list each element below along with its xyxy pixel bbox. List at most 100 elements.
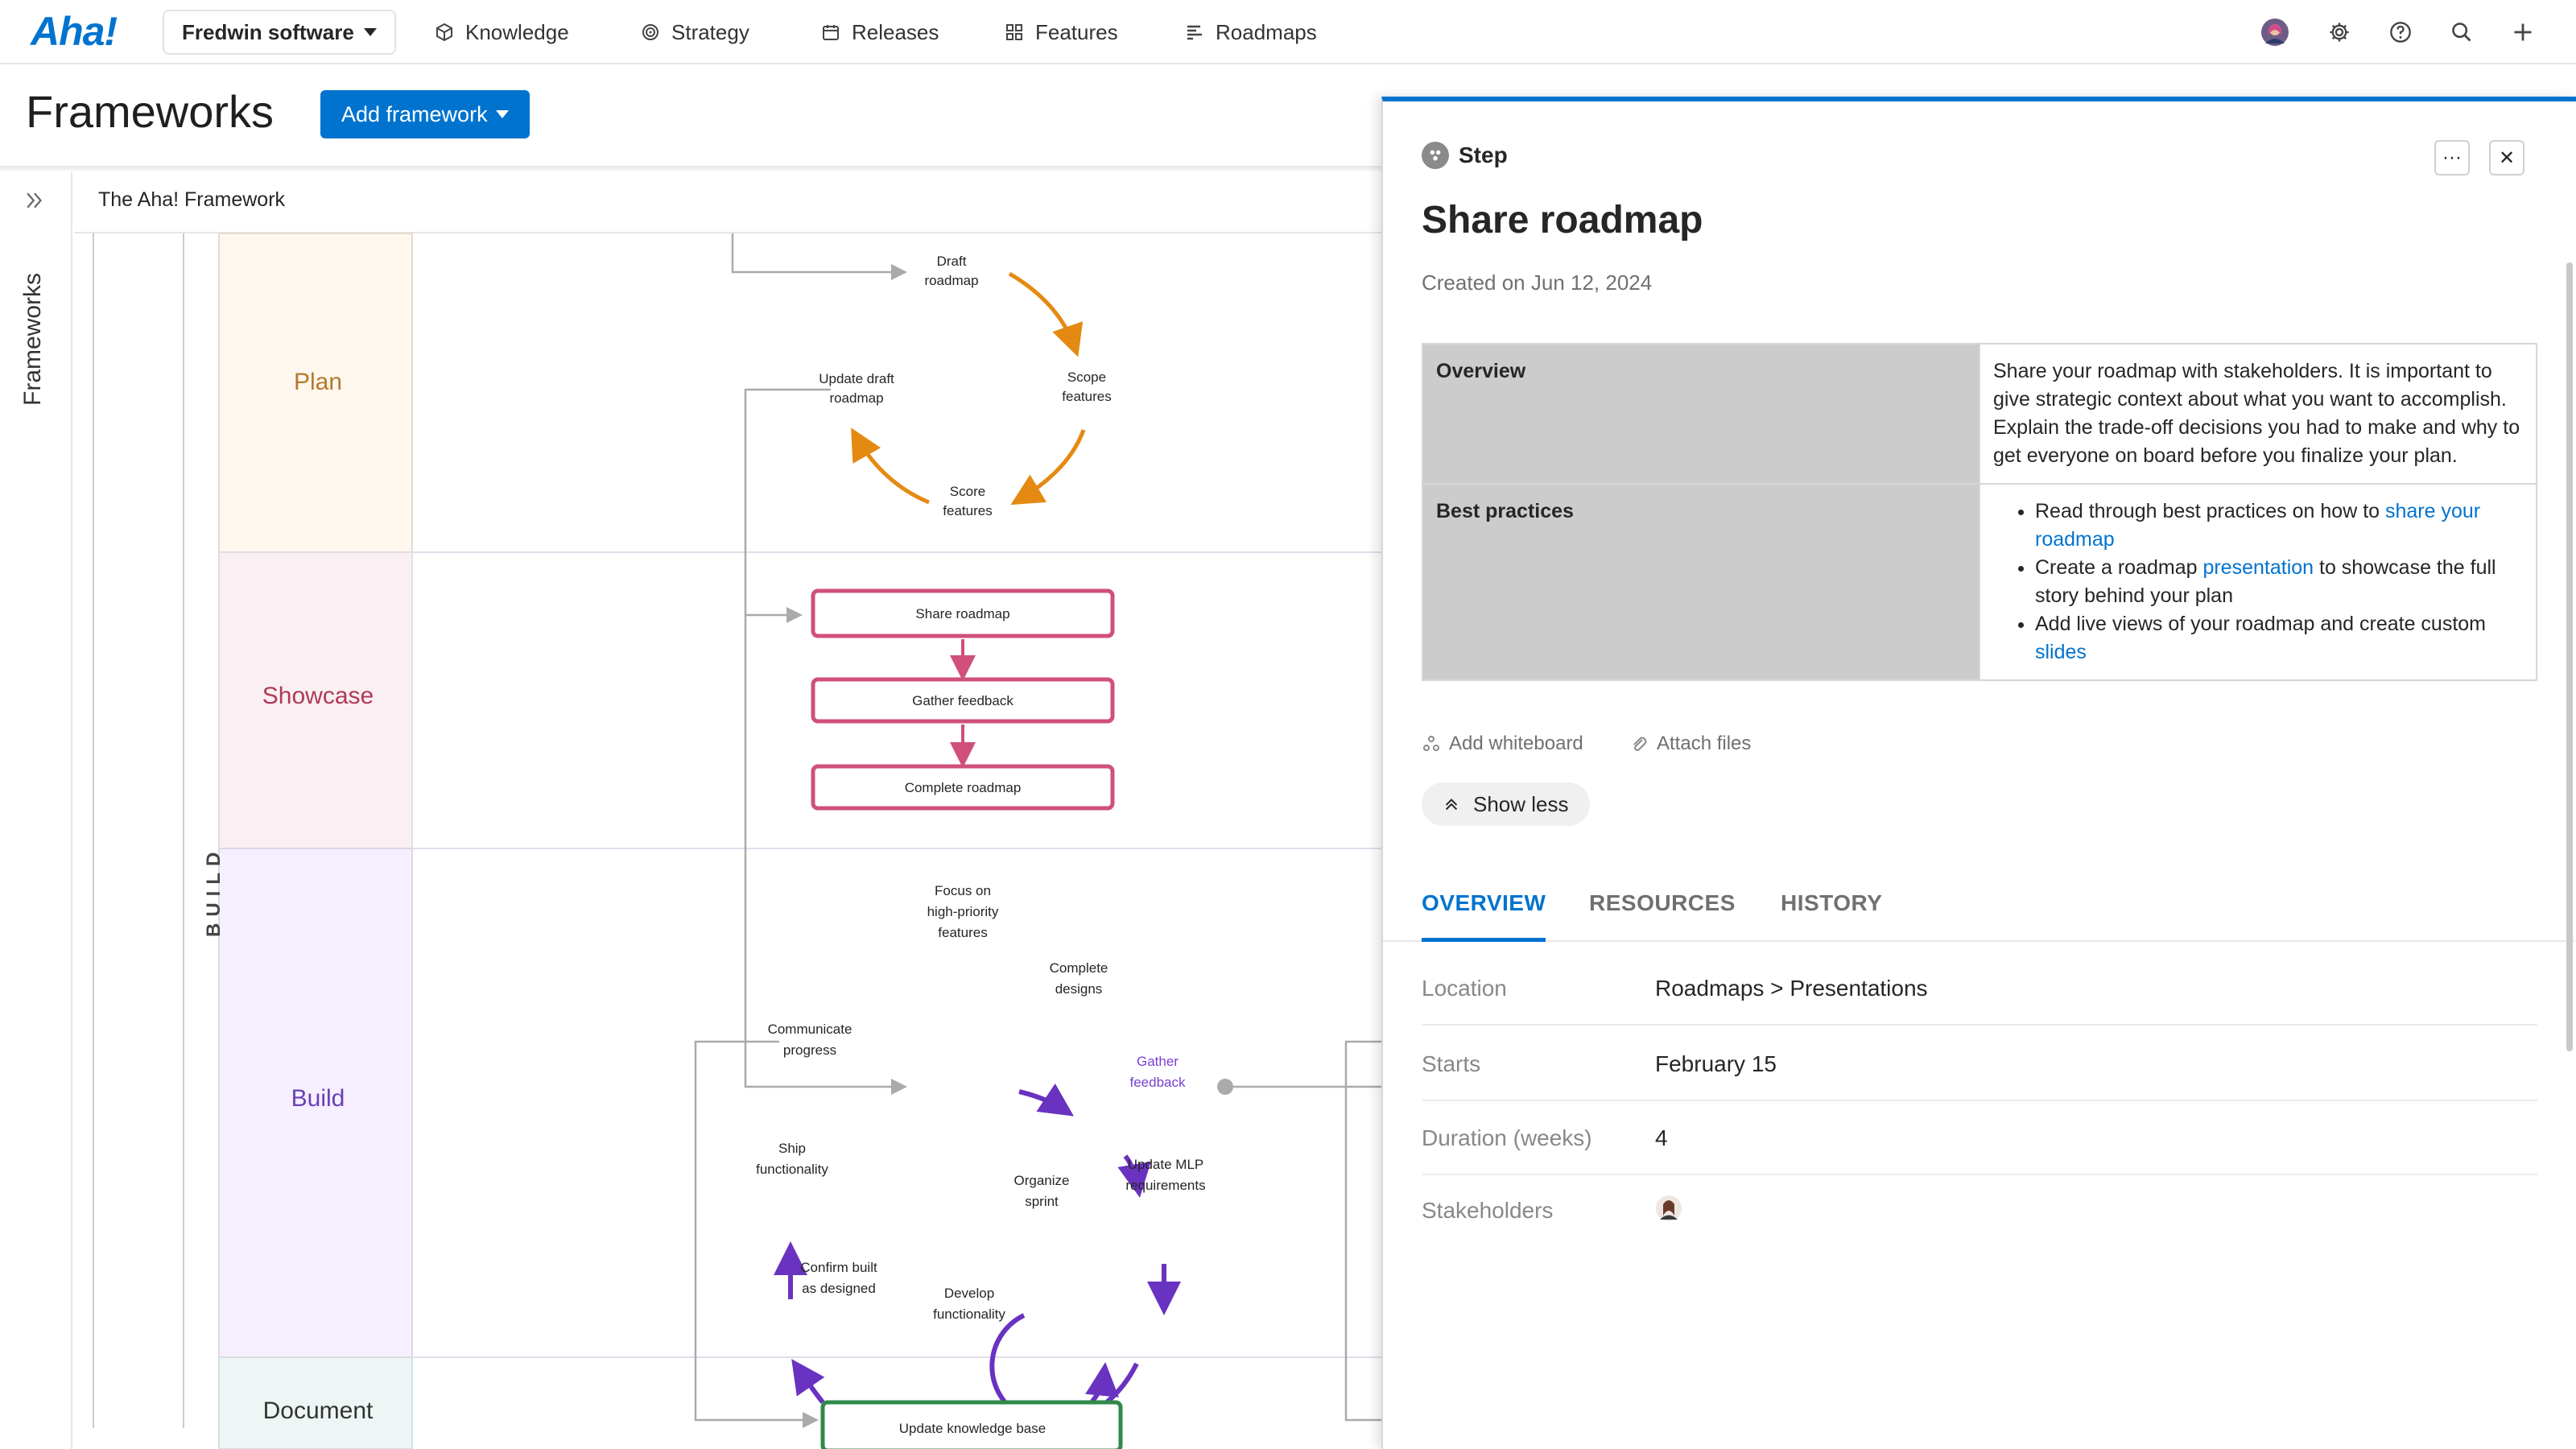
more-options-button[interactable]: ··· — [2434, 140, 2470, 175]
overview-label: Overview — [1422, 343, 1980, 485]
description-table[interactable]: Overview Share your roadmap with stakeho… — [1422, 343, 2537, 681]
step-detail-panel: Step ··· ✕ Share roadmap Created on Jun … — [1381, 97, 2576, 1449]
field-value[interactable]: February 15 — [1655, 1051, 1777, 1076]
nav-features-label: Features — [1035, 19, 1118, 44]
document-node-box[interactable] — [820, 1400, 1123, 1449]
search-icon — [2452, 23, 2471, 42]
node-ship-2: functionality — [756, 1162, 828, 1177]
showcase-node-box[interactable] — [811, 588, 1115, 638]
record-type: Step — [1422, 142, 1508, 169]
created-date: Created on Jun 12, 2024 — [1422, 270, 1653, 295]
lane-document-label: Document — [262, 1397, 374, 1424]
aha-logo[interactable]: Aha! — [31, 9, 118, 54]
add-framework-button[interactable]: Add framework — [320, 90, 530, 138]
caret-down-icon — [495, 110, 509, 118]
canvas-divider — [74, 232, 1381, 233]
calendar-icon — [823, 25, 839, 40]
framework-canvas[interactable]: The Aha! Framework — [74, 172, 1381, 1449]
avatar-icon — [1656, 1195, 1682, 1221]
node-confirm-2: as designed — [802, 1281, 876, 1296]
show-less-button[interactable]: Show less — [1422, 782, 1590, 826]
node-score-features-2: features — [943, 503, 992, 518]
build-arrow — [1018, 1083, 1074, 1117]
slides-link[interactable]: slides — [2035, 641, 2087, 663]
roadmap-icon — [1187, 25, 1202, 40]
connector-dot — [1217, 1079, 1233, 1095]
overview-text: Share your roadmap with stakeholders. It… — [1979, 343, 2537, 485]
field-value[interactable]: 4 — [1655, 1125, 1668, 1150]
lane-plan-bg — [218, 233, 413, 553]
node-communicate-2: progress — [783, 1042, 836, 1058]
build-arrow — [1117, 1154, 1151, 1198]
nav-roadmaps[interactable]: Roadmaps — [1185, 18, 1317, 47]
double-chevron-right-icon — [27, 192, 42, 208]
field-location[interactable]: Location Roadmaps > Presentations — [1422, 953, 2537, 1026]
create-button[interactable] — [2507, 16, 2539, 48]
node-gather-1: Gather — [1137, 1054, 1179, 1069]
attach-files-button[interactable]: Attach files — [1629, 733, 1751, 755]
tab-history[interactable]: HISTORY — [1781, 890, 1883, 915]
field-value[interactable]: Roadmaps > Presentations — [1655, 976, 1928, 1001]
build-arrow — [791, 1359, 825, 1404]
grid-icon — [1006, 24, 1022, 40]
tab-resources[interactable]: RESOURCES — [1589, 890, 1736, 915]
caret-down-icon — [363, 28, 377, 36]
page-title: Frameworks — [26, 86, 275, 137]
node-organize-1: Organize — [1014, 1173, 1070, 1188]
frameworks-rail: Frameworks — [0, 172, 72, 1449]
paperclip-icon — [1633, 737, 1647, 751]
field-label: Starts — [1422, 1051, 1481, 1076]
node-draft-roadmap-1: Draft — [937, 254, 967, 269]
plan-arrow — [851, 427, 930, 505]
field-stakeholders[interactable]: Stakeholders — [1422, 1175, 2537, 1248]
workspace-name: Fredwin software — [182, 19, 354, 44]
tab-overview[interactable]: OVERVIEW — [1422, 890, 1546, 942]
field-label: Duration (weeks) — [1422, 1125, 1592, 1150]
node-update-draft-1: Update draft — [819, 371, 894, 386]
nav-strategy-label: Strategy — [671, 19, 749, 44]
lane-showcase-bg — [218, 551, 413, 849]
field-starts[interactable]: Starts February 15 — [1422, 1029, 2537, 1101]
nav-strategy[interactable]: Strategy — [641, 18, 749, 47]
panel-scrollbar[interactable] — [2566, 262, 2573, 1051]
node-gather-2: feedback — [1130, 1075, 1186, 1090]
add-whiteboard-label: Add whiteboard — [1449, 733, 1583, 754]
settings-button[interactable] — [2323, 16, 2355, 48]
connector — [731, 233, 907, 280]
record-title[interactable]: Share roadmap — [1422, 199, 1703, 242]
node-scope-features-2: features — [1062, 389, 1111, 404]
node-focus-2: high-priority — [927, 904, 999, 919]
node-focus-3: features — [938, 925, 987, 940]
expand-rail-button[interactable] — [23, 188, 47, 217]
search-button[interactable] — [2446, 16, 2478, 48]
nav-features[interactable]: Features — [1005, 18, 1118, 47]
nav-knowledge-label: Knowledge — [465, 19, 569, 44]
lane-document-bg — [218, 1356, 413, 1449]
field-duration[interactable]: Duration (weeks) 4 — [1422, 1103, 2537, 1175]
target-icon — [642, 24, 658, 40]
list-item: Read through best practices on how to sh… — [2035, 497, 2523, 554]
header-divider — [0, 166, 1381, 172]
list-item: Add live views of your roadmap and creat… — [2035, 610, 2523, 667]
field-label: Stakeholders — [1422, 1198, 1554, 1223]
nav-releases[interactable]: Releases — [821, 18, 939, 47]
share-roadmap-link[interactable]: share your roadmap — [2035, 500, 2481, 551]
node-develop-1: Develop — [944, 1286, 994, 1301]
list-item: Create a roadmap presentation to showcas… — [2035, 554, 2523, 610]
presentation-link[interactable]: presentation — [2202, 556, 2314, 579]
whiteboard-icon — [1423, 736, 1439, 751]
stakeholder-avatar[interactable] — [1655, 1195, 1682, 1228]
avatar-icon — [2261, 19, 2289, 46]
user-avatar[interactable] — [2259, 16, 2291, 48]
workspace-selector[interactable]: Fredwin software — [163, 10, 396, 55]
add-whiteboard-button[interactable]: Add whiteboard — [1422, 733, 1583, 755]
nav-knowledge[interactable]: Knowledge — [435, 18, 569, 47]
help-icon — [2390, 22, 2411, 43]
chevron-up-double-icon — [1445, 799, 1458, 811]
help-button[interactable] — [2384, 16, 2417, 48]
close-panel-button[interactable]: ✕ — [2489, 140, 2524, 175]
node-share-roadmap: Share roadmap — [915, 606, 1009, 621]
field-label: Location — [1422, 976, 1507, 1001]
attach-files-label: Attach files — [1657, 733, 1752, 754]
node-complete-roadmap: Complete roadmap — [905, 780, 1022, 795]
